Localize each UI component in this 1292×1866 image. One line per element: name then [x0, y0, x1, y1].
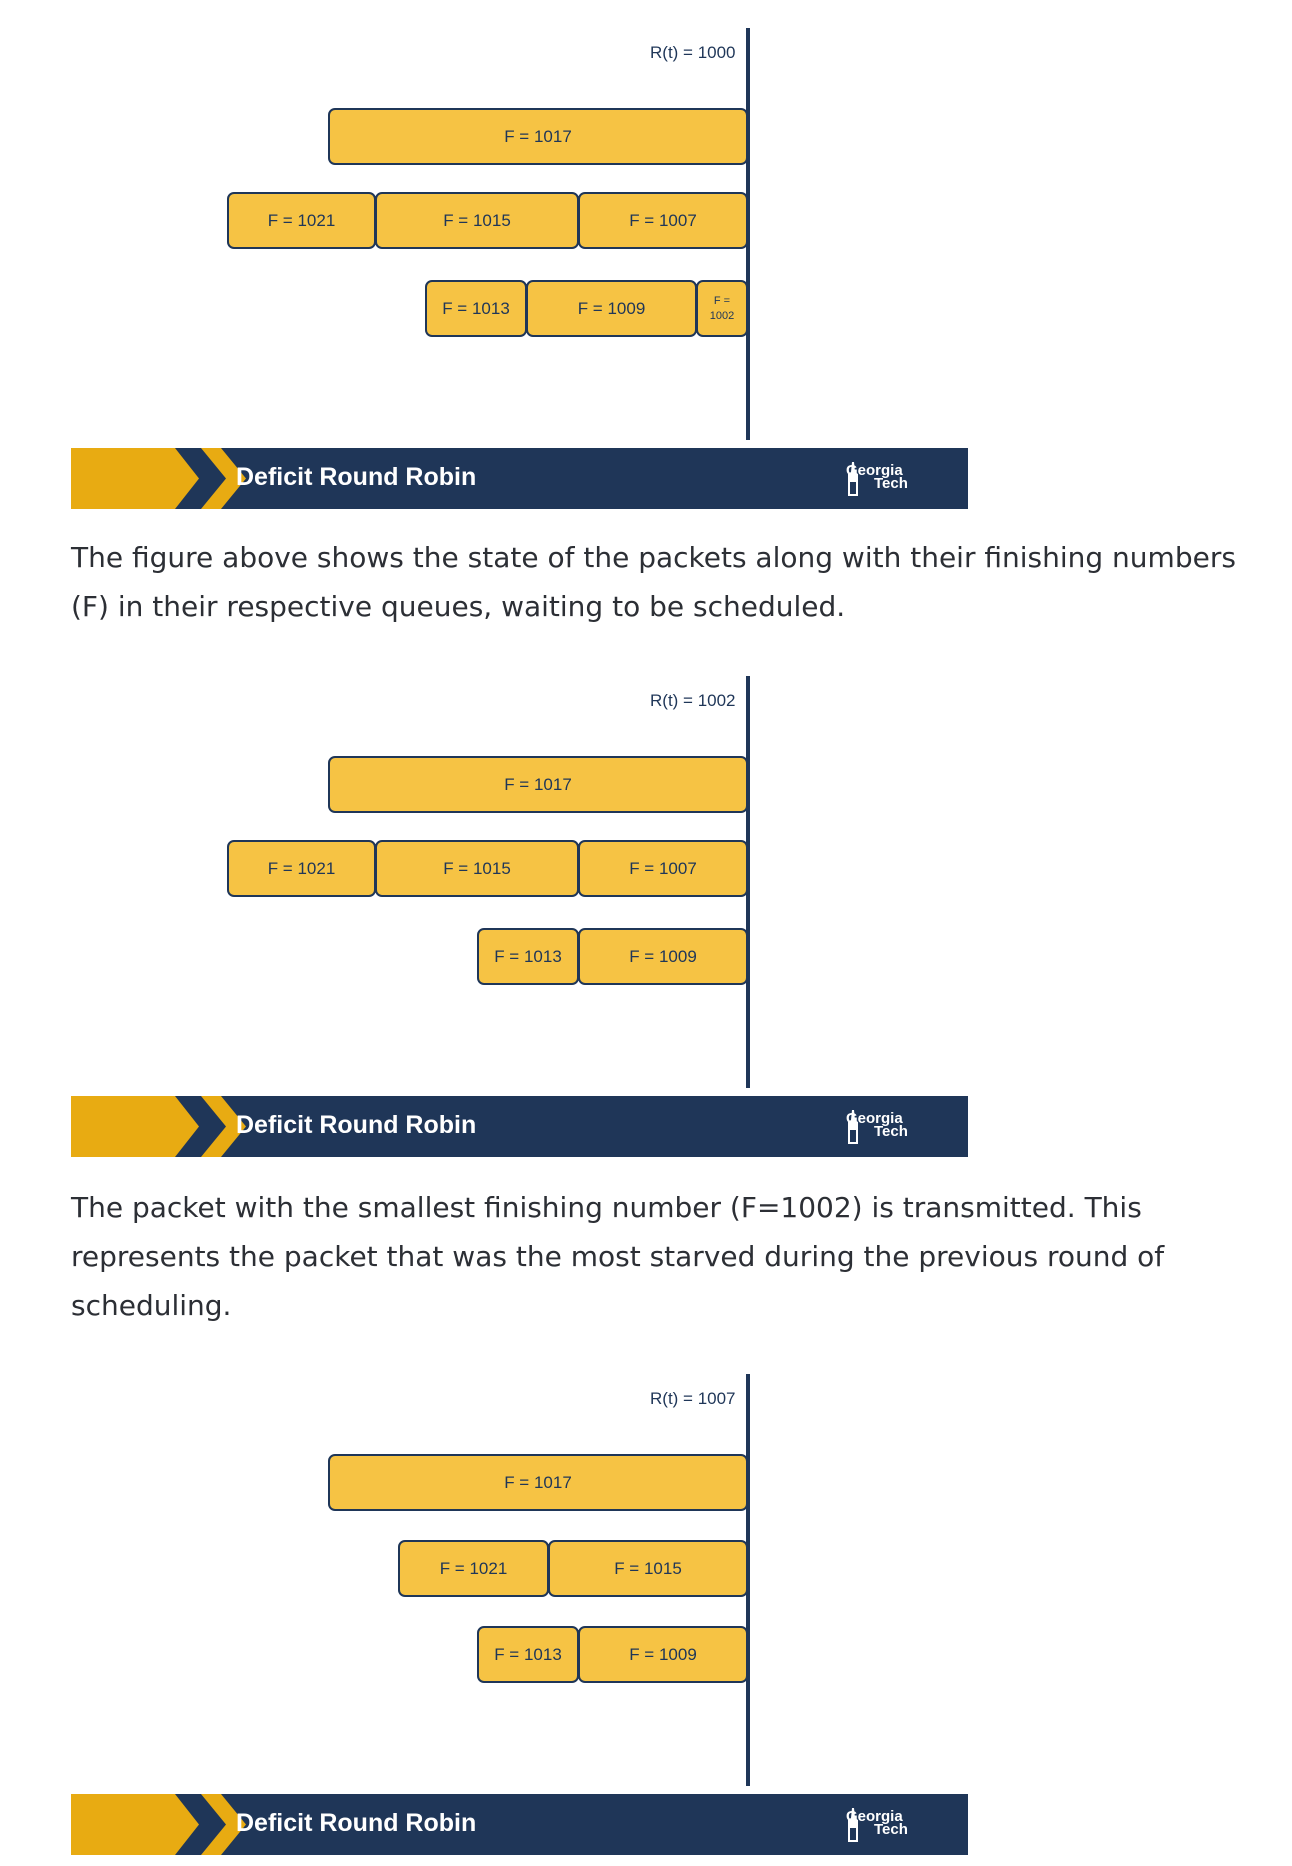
- packet-label-bottom: 1002: [709, 309, 735, 322]
- packet: F = 1017: [328, 756, 748, 813]
- banner-title: Deficit Round Robin: [236, 463, 477, 491]
- georgia-tech-logo: Georgia Tech: [846, 462, 936, 496]
- banner-title: Deficit Round Robin: [236, 1111, 477, 1139]
- packet: F = 1021: [398, 1540, 549, 1597]
- round-axis: [746, 1374, 750, 1786]
- slide-banner: Deficit Round Robin Georgia Tech: [71, 1794, 968, 1855]
- packet: F = 1009: [526, 280, 697, 337]
- packet-label-top: F =: [713, 294, 731, 307]
- figure-1: R(t) = 1000 F = 1017 F = 1021 F = 1015 F…: [0, 0, 1292, 520]
- round-number-label: R(t) = 1007: [650, 1389, 736, 1408]
- banner-background: [71, 1794, 968, 1855]
- packet: F = 1017: [328, 108, 748, 165]
- packet: F = 1015: [375, 192, 579, 249]
- logo-text-line1: Georgia: [846, 1110, 903, 1127]
- packet: F = 1007: [578, 192, 748, 249]
- packet: F = 1009: [578, 928, 748, 985]
- packet: F = 1009: [578, 1626, 748, 1683]
- tower-icon: [848, 1808, 858, 1842]
- logo-text-line1: Georgia: [846, 1808, 903, 1825]
- georgia-tech-logo: Georgia Tech: [846, 1110, 936, 1144]
- packet: F = 1021: [227, 192, 376, 249]
- banner-background: [71, 1096, 968, 1157]
- tower-icon: [848, 462, 858, 496]
- logo-text-line2: Tech: [874, 1821, 908, 1838]
- packet: F = 1013: [477, 928, 579, 985]
- caption-paragraph-1: The figure above shows the state of the …: [71, 541, 1236, 623]
- packet: F = 1007: [578, 840, 748, 897]
- packet: F = 1013: [425, 280, 527, 337]
- logo-text-line1: Georgia: [846, 462, 903, 479]
- packet: F = 1013: [477, 1626, 579, 1683]
- packet: F = 1002: [696, 280, 748, 337]
- round-axis: [746, 28, 750, 440]
- georgia-tech-logo: Georgia Tech: [846, 1808, 936, 1842]
- banner-background: [71, 448, 968, 509]
- figure-2: R(t) = 1002 F = 1017 F = 1021 F = 1015 F…: [0, 648, 1292, 1168]
- tower-icon: [848, 1110, 858, 1144]
- logo-text-line2: Tech: [874, 1123, 908, 1140]
- round-number-label: R(t) = 1002: [650, 691, 736, 710]
- slide-banner: Deficit Round Robin Georgia Tech: [71, 1096, 968, 1157]
- packet: F = 1015: [375, 840, 579, 897]
- logo-text-line2: Tech: [874, 475, 908, 492]
- slide-banner: Deficit Round Robin Georgia Tech: [71, 448, 968, 509]
- caption-paragraph-2: The packet with the smallest finishing n…: [71, 1191, 1165, 1322]
- banner-title: Deficit Round Robin: [236, 1809, 477, 1837]
- packet: F = 1021: [227, 840, 376, 897]
- figure-3: R(t) = 1007 F = 1017 F = 1021 F = 1015 F…: [0, 1346, 1292, 1866]
- round-axis: [746, 676, 750, 1088]
- packet: F = 1015: [548, 1540, 748, 1597]
- round-number-label: R(t) = 1000: [650, 43, 736, 62]
- packet: F = 1017: [328, 1454, 748, 1511]
